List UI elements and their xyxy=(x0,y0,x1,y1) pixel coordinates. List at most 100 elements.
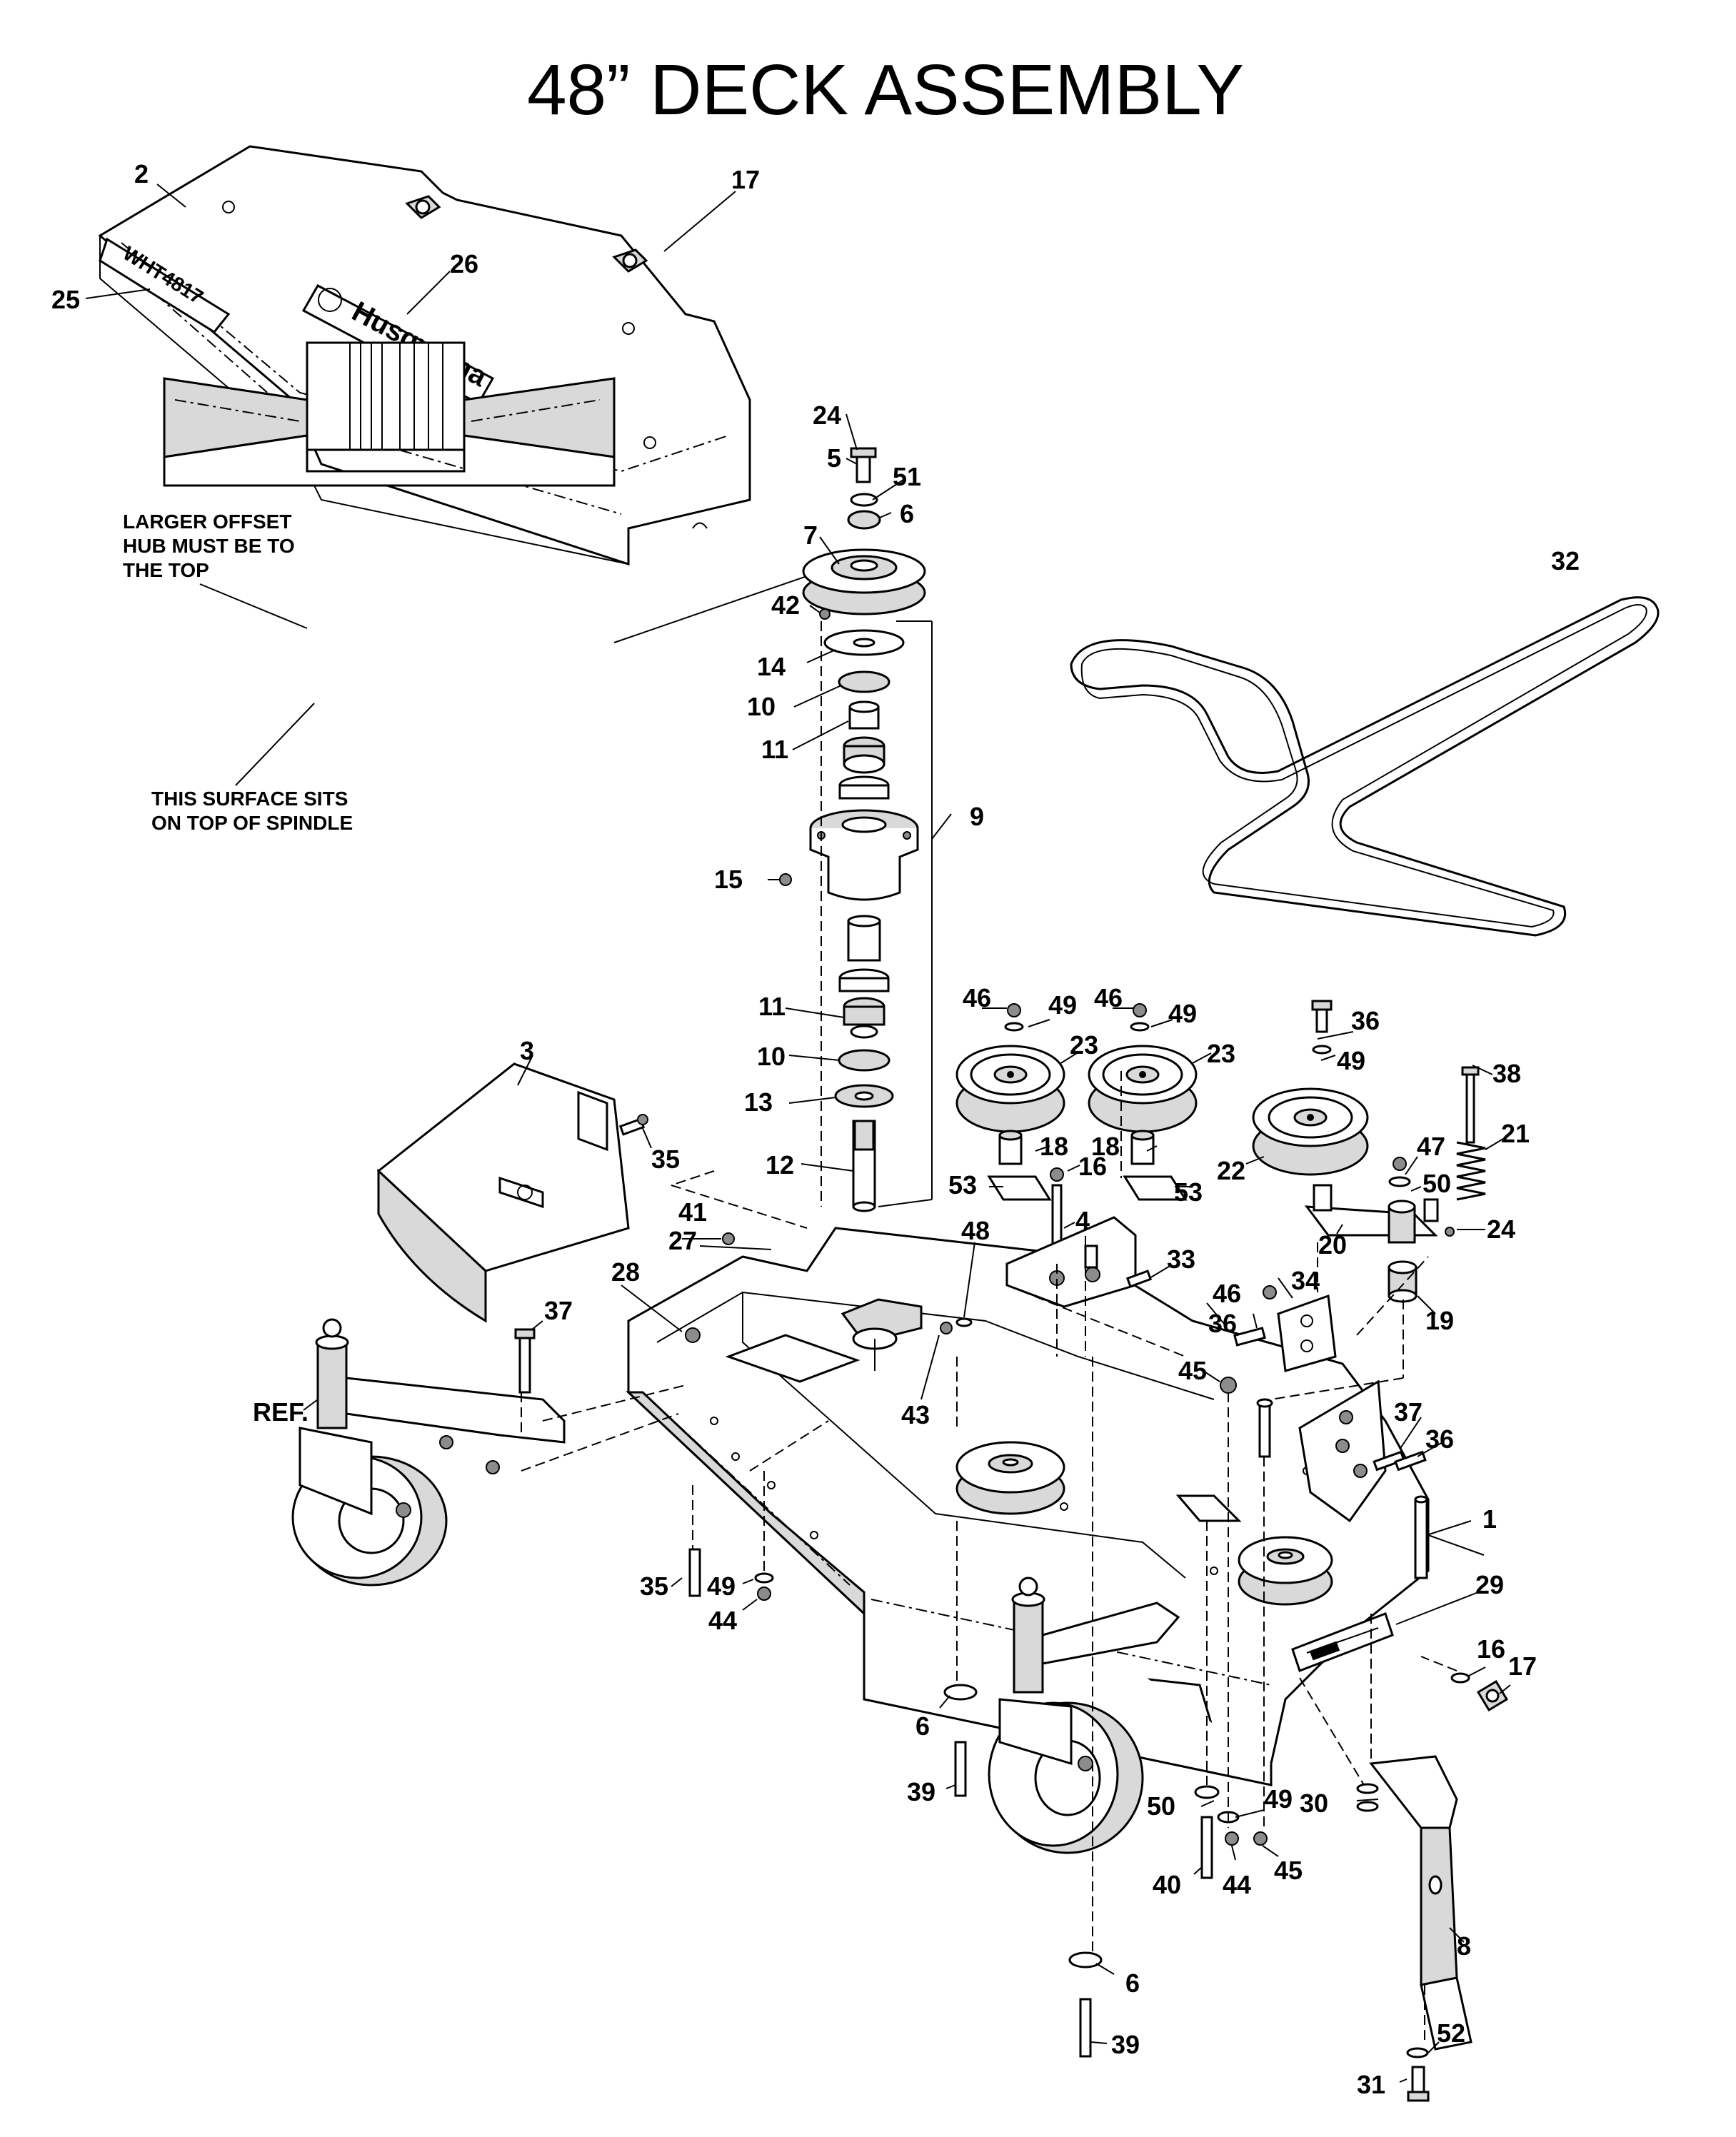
drive-belt xyxy=(1070,596,1660,937)
callout-24-top: 24 xyxy=(813,401,841,430)
callout-49-bottom-left: 49 xyxy=(707,1572,736,1601)
callout-4: 4 xyxy=(1075,1206,1090,1235)
tensioner-pulley xyxy=(1252,1087,1369,1176)
callout-36-top: 36 xyxy=(1351,1006,1380,1035)
note-offset-hub-line1: LARGER OFFSET xyxy=(123,511,291,533)
belt-shield xyxy=(376,1062,630,1323)
note-surface-line2: ON TOP OF SPINDLE xyxy=(151,812,353,834)
callout-44-right: 44 xyxy=(1223,1870,1251,1899)
deck-label xyxy=(1291,1612,1394,1672)
callout-43: 43 xyxy=(901,1400,930,1429)
callout-6-mid: 6 xyxy=(915,1711,930,1741)
callout-53-left: 53 xyxy=(948,1170,977,1200)
callout-41: 41 xyxy=(678,1197,707,1227)
callout-35-top: 35 xyxy=(651,1145,680,1174)
callout-18-left: 18 xyxy=(1040,1132,1068,1161)
callout-12: 12 xyxy=(766,1150,794,1180)
callout-3: 3 xyxy=(520,1036,534,1065)
callout-16-mid: 16 xyxy=(1078,1152,1107,1181)
callout-25: 25 xyxy=(51,285,80,314)
callout-22: 22 xyxy=(1217,1156,1245,1185)
callout-38: 38 xyxy=(1492,1059,1521,1088)
callout-52: 52 xyxy=(1437,2018,1465,2048)
callout-34: 34 xyxy=(1291,1266,1320,1295)
callout-31: 31 xyxy=(1357,2070,1385,2099)
callout-45-bottom: 45 xyxy=(1274,1856,1303,1885)
callout-49-left: 49 xyxy=(1048,990,1077,1020)
deck-pulley-center xyxy=(955,1441,1065,1515)
callout-9: 9 xyxy=(970,802,984,831)
deck-knob xyxy=(1476,1679,1509,1712)
callout-21: 21 xyxy=(1501,1119,1530,1148)
callout-46-right: 46 xyxy=(1213,1279,1241,1308)
callout-18-right: 18 xyxy=(1091,1132,1120,1161)
tensioner-arm xyxy=(1304,1184,1439,1244)
gauge-wheel-left xyxy=(291,1318,566,1587)
callout-15: 15 xyxy=(714,865,743,894)
callout-50-top: 50 xyxy=(1423,1169,1451,1198)
callout-35-bottom: 35 xyxy=(640,1572,668,1601)
callout-10-top: 10 xyxy=(747,692,776,721)
callout-11-bottom: 11 xyxy=(758,992,786,1021)
tension-spring xyxy=(1456,1066,1486,1201)
callout-29: 29 xyxy=(1475,1570,1504,1599)
note-offset-hub-line2: HUB MUST BE TO xyxy=(123,535,295,557)
callout-1: 1 xyxy=(1482,1504,1497,1534)
callout-6-bottom: 6 xyxy=(1125,1968,1140,1998)
callout-11-top: 11 xyxy=(761,735,788,764)
idler-pulley-right xyxy=(1088,1045,1198,1165)
callout-13: 13 xyxy=(744,1087,773,1117)
callout-36-right: 36 xyxy=(1425,1424,1454,1454)
idler-pulley-left xyxy=(955,1045,1065,1165)
callout-45-top: 45 xyxy=(1178,1356,1207,1385)
callout-16-right: 16 xyxy=(1477,1634,1505,1664)
callout-19: 19 xyxy=(1425,1306,1454,1335)
callout-27: 27 xyxy=(668,1226,697,1255)
callout-26: 26 xyxy=(450,249,478,278)
callout-30: 30 xyxy=(1300,1789,1328,1818)
callout-51: 51 xyxy=(893,462,921,491)
callout-37-left: 37 xyxy=(544,1296,573,1325)
cover-knob-b xyxy=(612,248,648,273)
callout-42: 42 xyxy=(771,590,800,620)
pulley-detail-inset xyxy=(163,341,616,487)
callout-37-right: 37 xyxy=(1394,1397,1423,1427)
callout-46-mid: 46 xyxy=(1094,983,1123,1012)
callout-50-bottom: 50 xyxy=(1147,1791,1175,1821)
callout-14: 14 xyxy=(757,652,786,681)
callout-47: 47 xyxy=(1417,1132,1445,1161)
gauge-wheel-front xyxy=(988,1577,1180,1854)
shield-bolt xyxy=(618,1114,648,1136)
callout-7: 7 xyxy=(803,521,818,550)
callout-46-left: 46 xyxy=(963,983,991,1012)
callout-33: 33 xyxy=(1167,1245,1195,1274)
deck-right-bracket xyxy=(1298,1379,1387,1523)
callout-40: 40 xyxy=(1153,1870,1181,1899)
note-surface-line1: THIS SURFACE SITS xyxy=(151,788,348,810)
callout-17-top: 17 xyxy=(731,165,760,194)
spindle-stack xyxy=(779,447,926,1212)
callout-48: 48 xyxy=(961,1216,990,1245)
mower-blade xyxy=(1369,1755,1472,2051)
callout-49-right: 49 xyxy=(1337,1046,1365,1075)
callout-39-bottom: 39 xyxy=(1111,2030,1140,2059)
callout-53-right: 53 xyxy=(1174,1177,1203,1207)
deck-pulley-right xyxy=(1238,1536,1333,1606)
callout-49-mid: 49 xyxy=(1168,999,1197,1028)
callout-17-right: 17 xyxy=(1508,1651,1537,1681)
callout-ref: REF. xyxy=(253,1397,308,1427)
callout-6-top: 6 xyxy=(900,499,914,528)
callout-39-top: 39 xyxy=(907,1777,935,1806)
callout-10-bottom: 10 xyxy=(757,1042,786,1071)
callout-32: 32 xyxy=(1551,546,1580,575)
deck-housing xyxy=(626,1227,1430,1786)
cover-knob-a xyxy=(405,195,441,219)
note-offset-hub-line3: THE TOP xyxy=(123,559,209,581)
callout-28: 28 xyxy=(611,1257,640,1287)
callout-23-right: 23 xyxy=(1207,1039,1235,1068)
callout-23-left: 23 xyxy=(1070,1030,1098,1060)
callout-49-bottom: 49 xyxy=(1264,1784,1293,1814)
callout-5: 5 xyxy=(827,443,841,473)
callout-20: 20 xyxy=(1318,1230,1347,1259)
